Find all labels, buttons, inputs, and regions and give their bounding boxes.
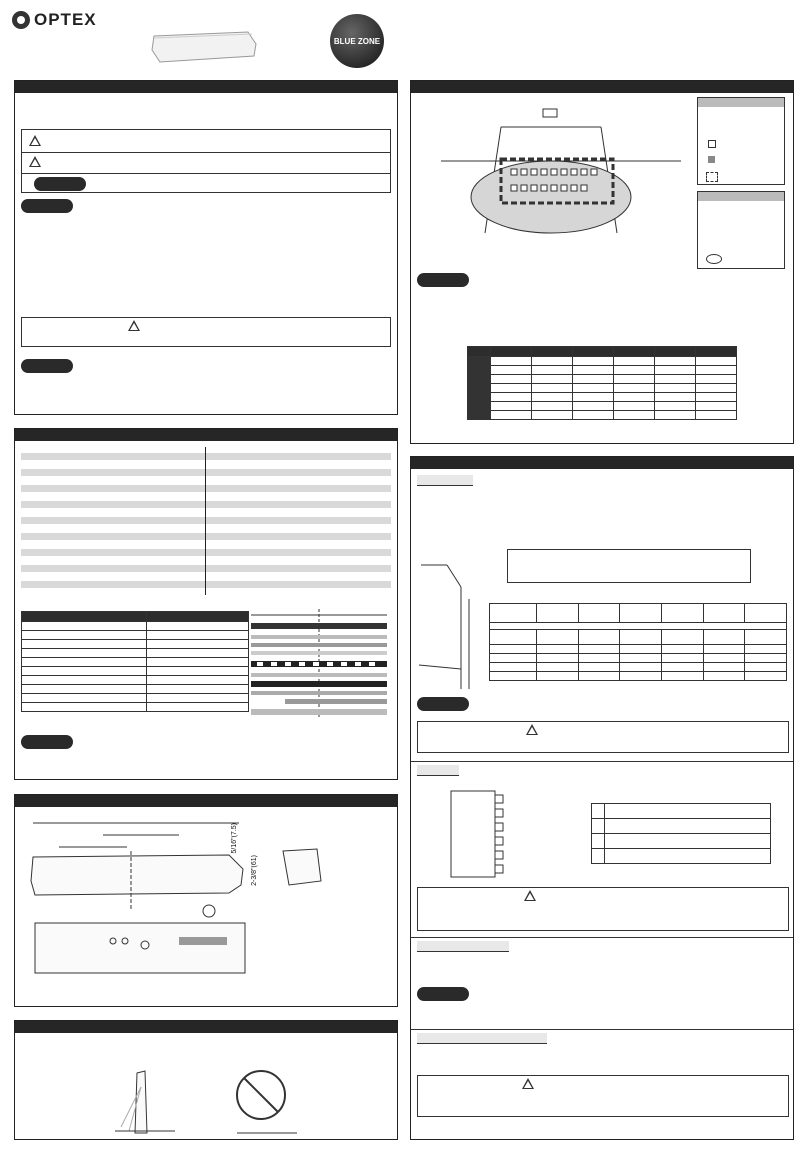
warning-icon (526, 724, 538, 735)
no-entry-icon (236, 1070, 297, 1134)
info-box (507, 549, 751, 583)
panel-dimensions: 5/16"(7.5) 2-3/8"(61) (14, 794, 398, 1007)
terminal-table (591, 803, 771, 864)
note-pill (417, 987, 469, 1001)
warning-icon (522, 1078, 534, 1089)
warning-icon (524, 890, 536, 901)
caution-box (417, 721, 789, 753)
warning-box (21, 129, 391, 193)
panel-safety (14, 80, 398, 415)
terminal-block-drawing (450, 790, 504, 878)
spec-rows (21, 453, 391, 597)
detector-device-icon (151, 31, 257, 63)
note-pill (417, 273, 469, 287)
warning-icon (29, 135, 41, 146)
area-table (467, 346, 737, 420)
dimension-drawing (30, 822, 322, 974)
note-pill (21, 735, 73, 749)
panel-header (411, 81, 793, 93)
panel-header (15, 795, 397, 807)
note-pill (21, 199, 73, 213)
warning-icon (29, 156, 41, 167)
blue-zone-badge: BLUE ZONE (330, 14, 384, 68)
brand-logo: OPTEX (12, 10, 97, 30)
subheading-bar (417, 475, 473, 486)
note-pill (34, 177, 86, 191)
legend-box-2 (697, 191, 785, 269)
panel-installation (14, 1020, 398, 1140)
timing-chart (251, 609, 387, 719)
panel-detection-area (410, 80, 794, 444)
brand-name: OPTEX (34, 10, 97, 29)
panel-header (411, 457, 793, 469)
note-pill (417, 697, 469, 711)
note-pill (21, 359, 73, 373)
panel-header (15, 429, 397, 441)
caution-box (417, 1075, 789, 1117)
caution-box (417, 887, 789, 931)
detection-pattern-diagram (441, 108, 681, 234)
subheading-bar (417, 941, 509, 952)
height-table (489, 603, 787, 681)
legend-box (697, 97, 785, 185)
height-dimension-label: 5/16"(7.5) (231, 823, 238, 854)
warning-icon (128, 320, 140, 331)
badge-text: BLUE ZONE (333, 36, 381, 46)
panel-wiring (410, 456, 794, 1140)
panel-header (15, 81, 397, 93)
optex-logo-icon (12, 11, 30, 29)
dip-switch-table (21, 611, 250, 712)
depth-dimension-label: 2-3/8"(61) (251, 855, 258, 886)
subheading-bar (417, 1033, 547, 1044)
subheading-bar (417, 765, 459, 776)
correct-mount-illustration (115, 1070, 175, 1134)
spec-divider (205, 447, 206, 595)
mounting-height-diagram (418, 564, 470, 689)
panel-specifications (14, 428, 398, 780)
panel-header (15, 1021, 397, 1033)
caution-box (21, 317, 391, 347)
